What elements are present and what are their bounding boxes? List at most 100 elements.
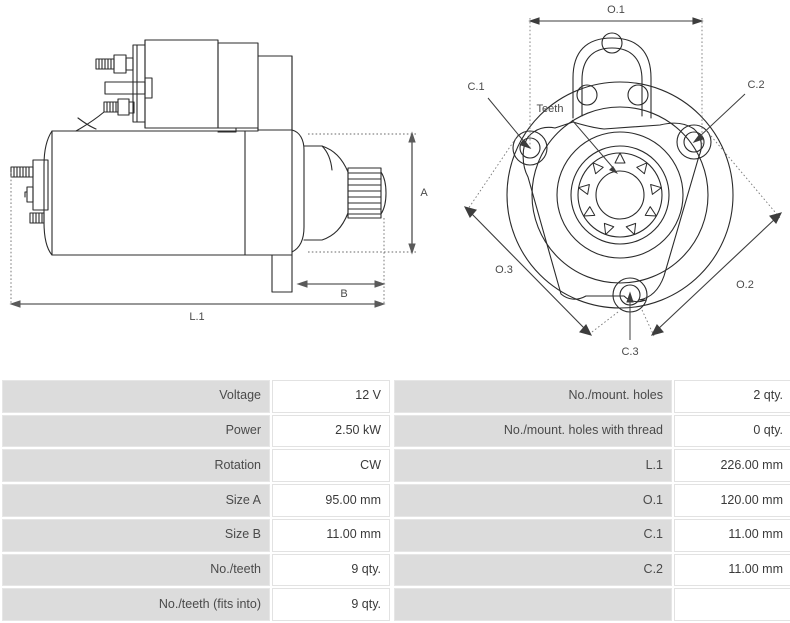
leader-c1 [487, 97, 532, 149]
spec-label: O.1 [394, 484, 672, 517]
side-view-geometry [10, 39, 387, 293]
pinion-outer-circle [570, 145, 670, 245]
nose-flange [291, 129, 305, 253]
shaft-bore-circle [595, 170, 645, 220]
table-row: L.1 226.00 mm [394, 449, 790, 483]
spec-value: 9 qty. [272, 553, 390, 587]
solenoid-hole-top [601, 32, 623, 54]
dim-label-c3: C.3 [621, 346, 638, 358]
technical-drawings: A B L.1 [0, 0, 790, 378]
spec-label: No./mount. holes [394, 380, 672, 413]
side-view-drawing: A B L.1 [0, 0, 440, 378]
solenoid-strap [75, 111, 105, 132]
dim-label-o2: O.2 [736, 279, 754, 291]
leader-teeth [571, 119, 616, 171]
pinion-root-circle [577, 152, 663, 238]
ext-o2-lower [641, 309, 655, 337]
ext-o2-upper [705, 129, 781, 219]
specs-table-left: Voltage 12 V Power 2.50 kW Rotation CW S… [0, 378, 392, 623]
dim-label-c2: C.2 [747, 79, 764, 91]
dim-l1 [9, 300, 386, 308]
spec-label: No./teeth [2, 553, 270, 587]
spec-label: C.1 [394, 518, 672, 552]
spec-value: 12 V [272, 380, 390, 413]
dim-b [296, 280, 386, 288]
rear-end-plate [32, 159, 49, 211]
specs-table-right: No./mount. holes 2 qty. No./mount. holes… [392, 378, 790, 623]
spec-label: Size A [2, 484, 270, 517]
table-row: Voltage 12 V [2, 380, 390, 413]
dim-label-l1: L.1 [189, 311, 204, 323]
boss-c1 [512, 130, 548, 166]
table-row: C.2 11.00 mm [394, 553, 790, 587]
solenoid-cap [217, 42, 293, 131]
flange-mid-circle [531, 106, 709, 284]
spec-label: Voltage [2, 380, 270, 413]
side-view-svg: A B L.1 [9, 39, 428, 323]
table-row: No./mount. holes with thread 0 qty. [394, 414, 790, 448]
spec-value: 11.00 mm [674, 553, 790, 587]
table-row: No./teeth 9 qty. [2, 553, 390, 587]
solenoid-hole-left [576, 84, 598, 106]
end-view-drawing: O.1 O.3 O.2 [440, 0, 790, 378]
spec-label [394, 588, 672, 621]
table-row: Size A 95.00 mm [2, 484, 390, 517]
dim-label-o1: O.1 [607, 4, 625, 16]
bolt-hole-c1 [519, 137, 541, 159]
dim-label-b: B [340, 288, 347, 300]
end-view-svg: O.1 O.3 O.2 [463, 4, 783, 358]
spec-value: CW [272, 449, 390, 483]
boss-c2 [676, 124, 712, 160]
ext-o3-lower [587, 311, 619, 336]
dim-o2 [650, 212, 783, 336]
spec-label: No./mount. holes with thread [394, 414, 672, 448]
spec-label: Rotation [2, 449, 270, 483]
spec-value: 11.00 mm [674, 518, 790, 552]
spec-label: L.1 [394, 449, 672, 483]
spec-value: 9 qty. [272, 588, 390, 621]
solenoid-outline-end [572, 37, 652, 119]
leader-c2 [692, 93, 746, 143]
dim-label-c1: C.1 [467, 81, 484, 93]
end-view-geometry [506, 32, 734, 313]
spec-value: 95.00 mm [272, 484, 390, 517]
table-row: No./teeth (fits into) 9 qty. [2, 588, 390, 621]
spec-value: 2 qty. [674, 380, 790, 413]
solenoid-terminal-lower-nut [117, 98, 130, 116]
nose-cone [303, 145, 349, 241]
through-bolt-lower [29, 212, 45, 224]
spec-value: 120.00 mm [674, 484, 790, 517]
spec-label: C.2 [394, 553, 672, 587]
table-row: O.1 120.00 mm [394, 484, 790, 517]
motor-body [51, 130, 246, 256]
spec-label: No./teeth (fits into) [2, 588, 270, 621]
pinion-gear [347, 167, 382, 219]
housing-foot [244, 254, 293, 293]
mounting-flange-outline [522, 121, 702, 303]
dim-label-a: A [420, 187, 428, 199]
side-view-dimensions: A B L.1 [9, 131, 428, 323]
solenoid-body [144, 39, 219, 129]
spec-value [674, 588, 790, 621]
solenoid-terminal-bar [104, 81, 146, 95]
specifications-area: Voltage 12 V Power 2.50 kW Rotation CW S… [0, 378, 790, 623]
dim-o3 [463, 206, 593, 336]
spec-value: 226.00 mm [674, 449, 790, 483]
table-row [394, 588, 790, 621]
table-row: Size B 11.00 mm [2, 518, 390, 552]
table-row: Rotation CW [2, 449, 390, 483]
dim-label-o3: O.3 [495, 264, 513, 276]
solenoid-hole-right [627, 84, 649, 106]
end-view-dimensions: O.1 O.3 O.2 [463, 4, 783, 358]
drive-housing-circle [556, 131, 684, 259]
specs-left-body: Voltage 12 V Power 2.50 kW Rotation CW S… [2, 380, 390, 621]
spec-value: 0 qty. [674, 414, 790, 448]
solenoid-endplate [132, 44, 146, 123]
leader-c3 [626, 291, 634, 340]
solenoid-inner-end [581, 47, 643, 117]
flange-outer-circle [506, 81, 734, 309]
ext-o3-upper [465, 134, 519, 213]
dim-o1 [528, 17, 704, 25]
motor-rear-dome [43, 130, 53, 256]
